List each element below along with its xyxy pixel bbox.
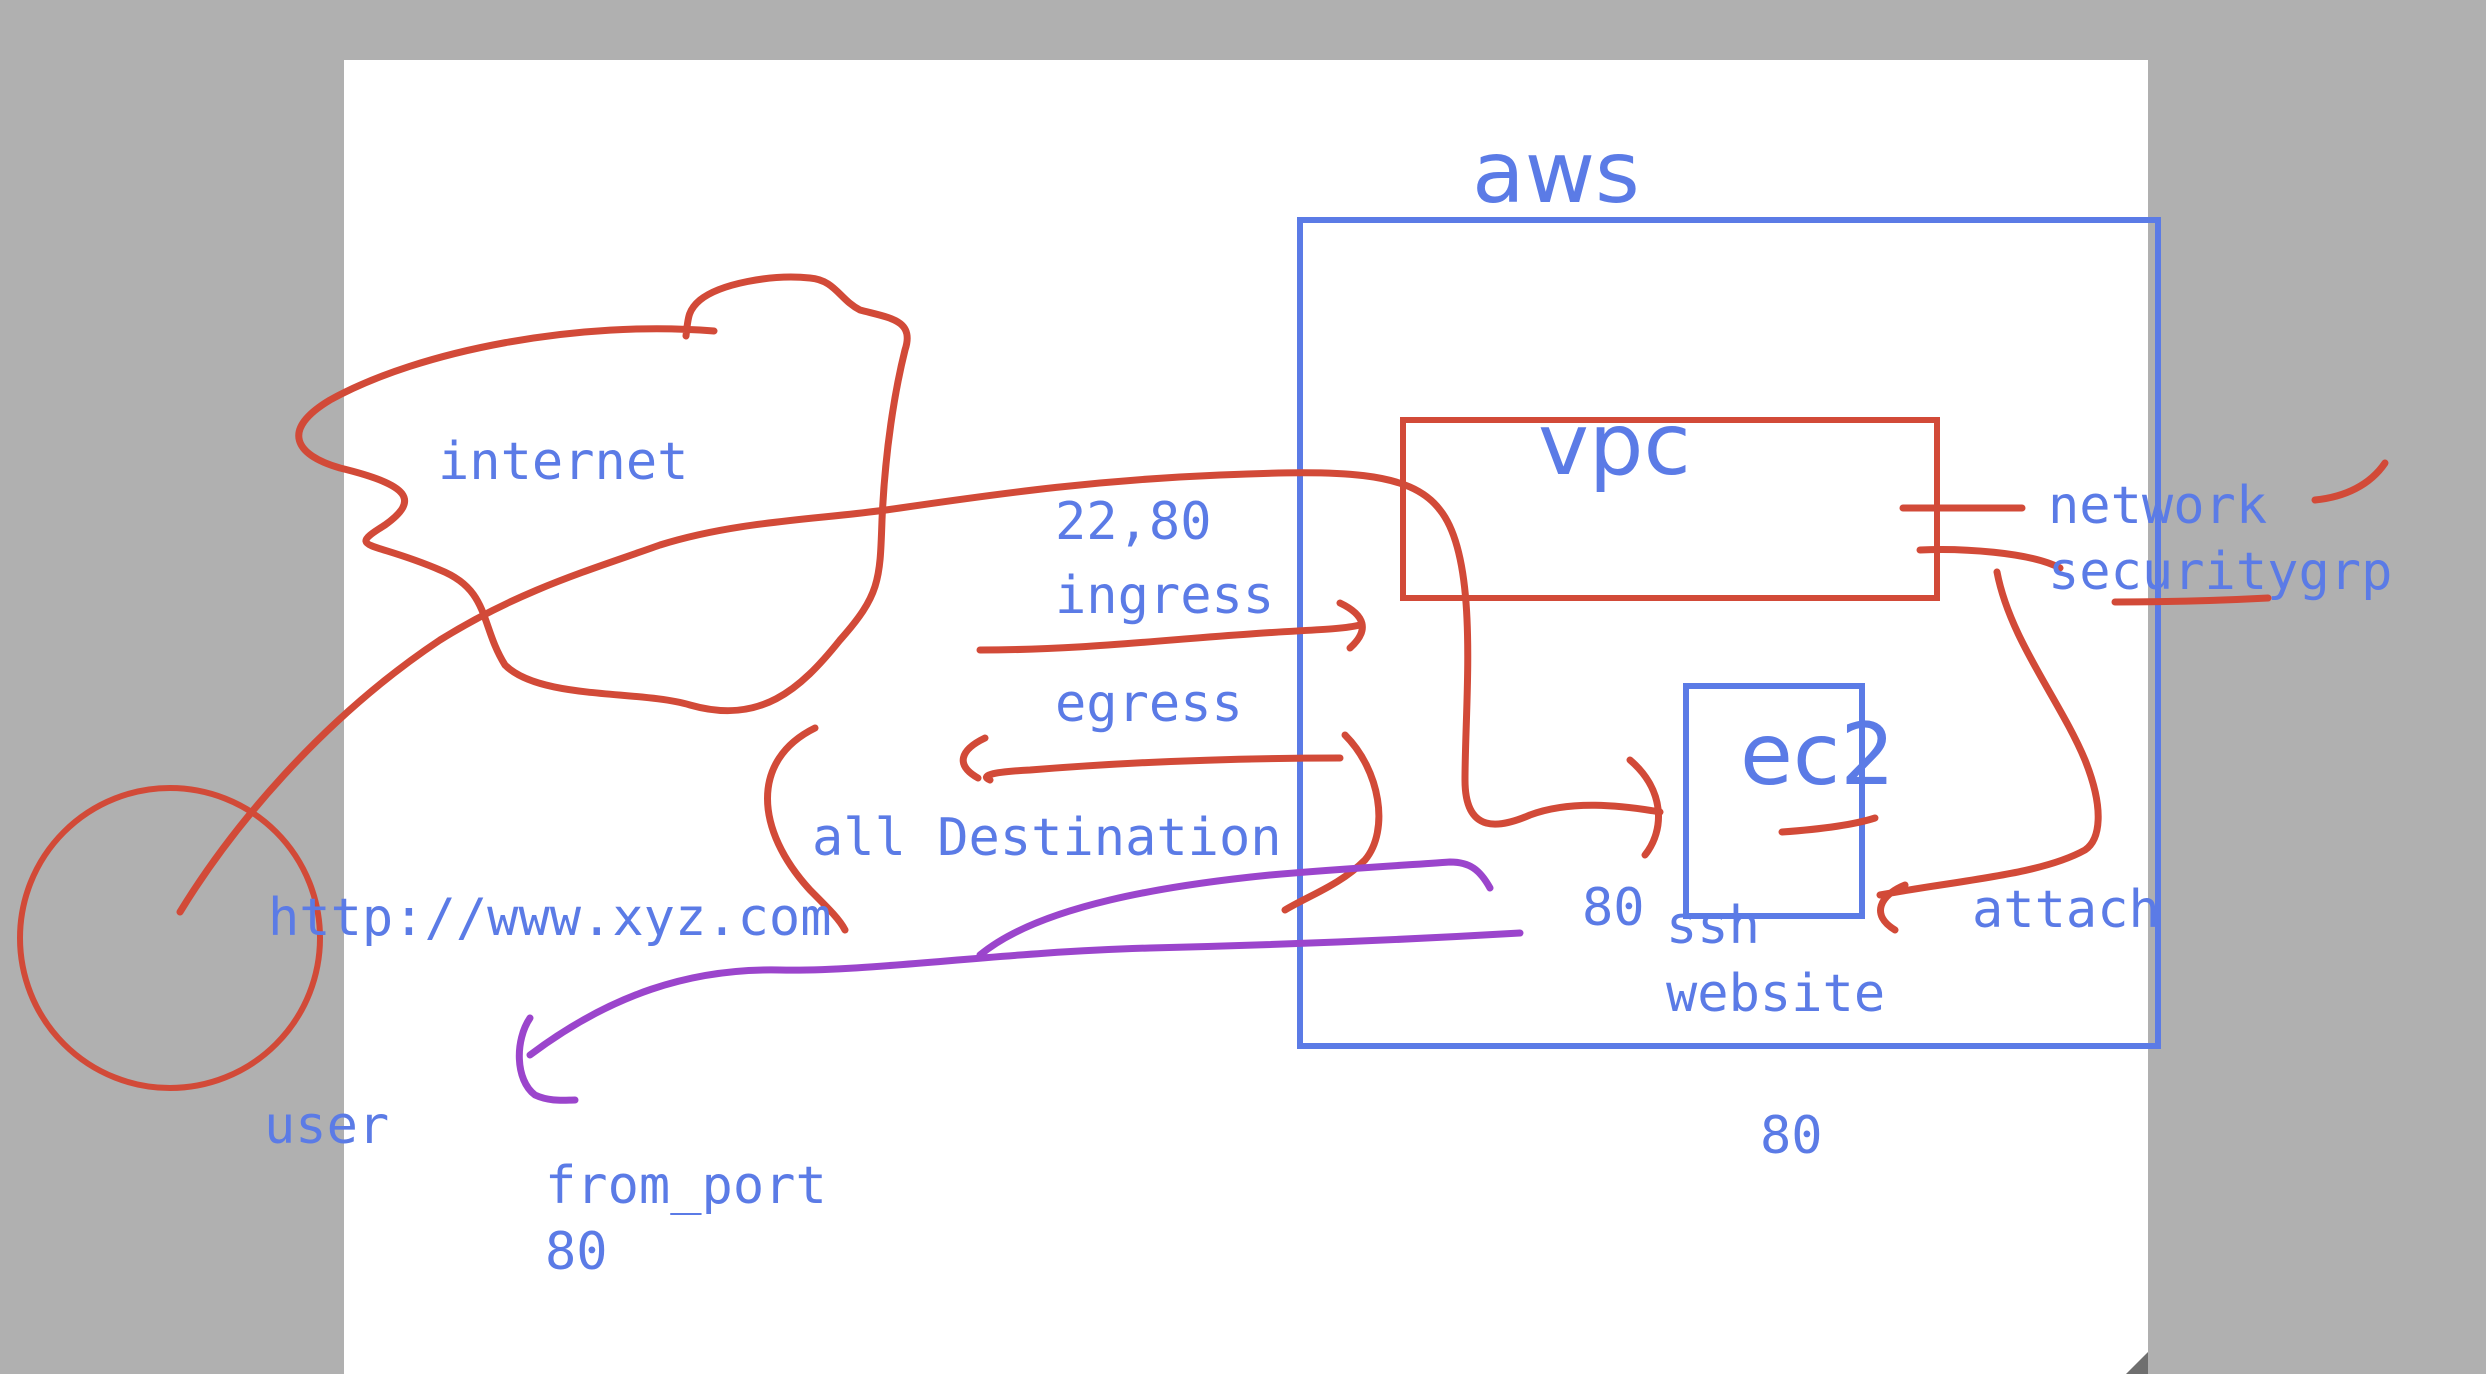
internet-label: internet [438,432,689,492]
vpc-label: vpc [1538,395,1691,495]
port-80-label: 80 [1582,878,1645,938]
response-line-lower [515,929,1524,1104]
user-circle [17,785,323,1091]
aws-label: aws [1472,123,1640,223]
user-to-ec2-request-line [176,469,1664,916]
vpc-security-connector-bottom [1916,546,2064,572]
ingress-arrow [976,599,1366,654]
website-label: website [1666,964,1886,1024]
securitygrp-underline [2111,594,2272,606]
ec2-label: ec2 [1740,705,1895,805]
attach-arrow [1876,568,2102,934]
response-line-upper [976,858,1494,959]
network-tick-mark [2311,459,2389,504]
network-label: network [2048,476,2268,536]
all-destination-label: all Destination [812,808,1282,868]
port-80-bottom-label: 80 [1760,1106,1823,1166]
ec2-port-bracket [1626,756,1662,859]
internet-cloud-outline [295,273,911,715]
user-label: user [264,1096,390,1156]
egress-arrow [959,734,1344,784]
destination-bracket-left [764,724,849,934]
ec2-dash-mark [1778,814,1879,836]
ports-label: 22,80 [1055,492,1212,552]
destination-bracket-right [1281,731,1383,914]
from-port-value: 80 [545,1222,608,1282]
egress-label: egress [1055,674,1243,734]
ec2-box [1683,683,1865,919]
from-port-label: from_port [545,1156,827,1216]
securitygrp-label: securitygrp [2048,542,2393,602]
whiteboard-canvas [344,60,2148,1374]
ingress-label: ingress [1055,566,1275,626]
ssh-label: ssh [1666,896,1760,956]
page-corner-fold [2126,1352,2148,1374]
attach-label: attach [1972,880,2160,940]
url-label: http://www.xyz.com [268,888,832,948]
